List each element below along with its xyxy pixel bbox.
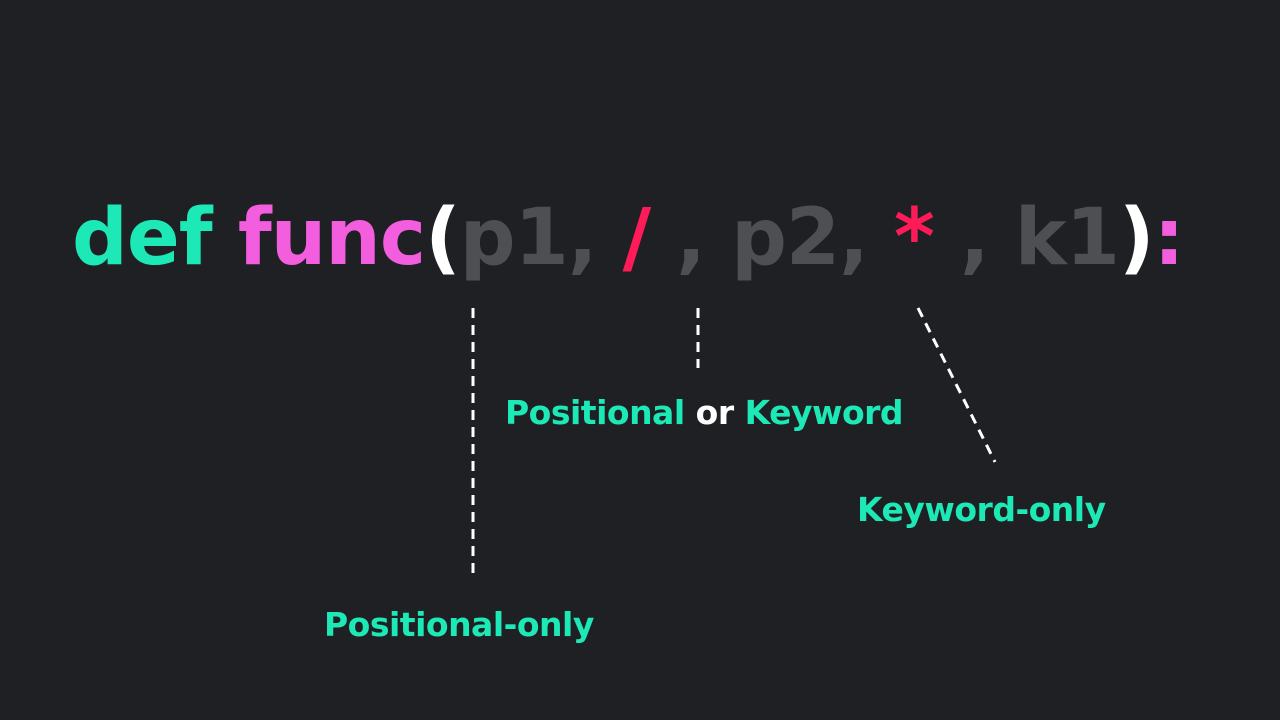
slash-separator: / — [622, 193, 651, 283]
label-positional: Positional — [505, 393, 685, 432]
function-signature: def func(p1, / , p2, * , k1): — [72, 188, 1185, 288]
param-k1: k1 — [1014, 193, 1120, 283]
comma: , — [959, 193, 990, 283]
keyword-only-label: Keyword-only — [857, 490, 1106, 529]
positional-only-label: Positional-only — [324, 605, 594, 644]
keyword-only-guide — [916, 307, 997, 463]
function-name: func — [237, 193, 426, 283]
label-keyword: Keyword — [744, 393, 904, 432]
label-or: or — [695, 393, 734, 432]
def-keyword: def — [72, 193, 213, 283]
param-p2: p2, — [731, 193, 869, 283]
star-separator: * — [893, 193, 935, 283]
comma: , — [676, 193, 706, 283]
open-paren: ( — [425, 193, 461, 283]
param-p1: p1, — [459, 193, 598, 283]
colon: : — [1153, 193, 1185, 283]
positional-or-keyword-label: Positional or Keyword — [505, 393, 904, 433]
close-paren: ) — [1118, 193, 1155, 283]
